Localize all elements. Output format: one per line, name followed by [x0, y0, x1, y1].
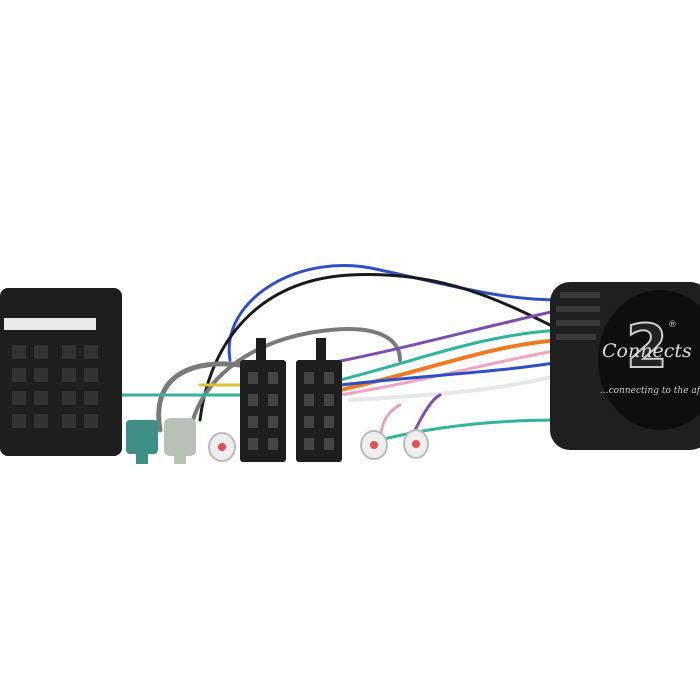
iso-blocks — [240, 338, 342, 462]
registered-mark: ® — [668, 320, 677, 330]
logo-brand-text: Connects — [602, 340, 692, 362]
logo-tagline: ...connecting to the aftermarket — [600, 386, 700, 396]
interface-box — [550, 282, 700, 450]
logo-number: 2 — [625, 311, 669, 383]
fakra-connectors — [126, 418, 196, 464]
iso-connector — [0, 288, 122, 456]
